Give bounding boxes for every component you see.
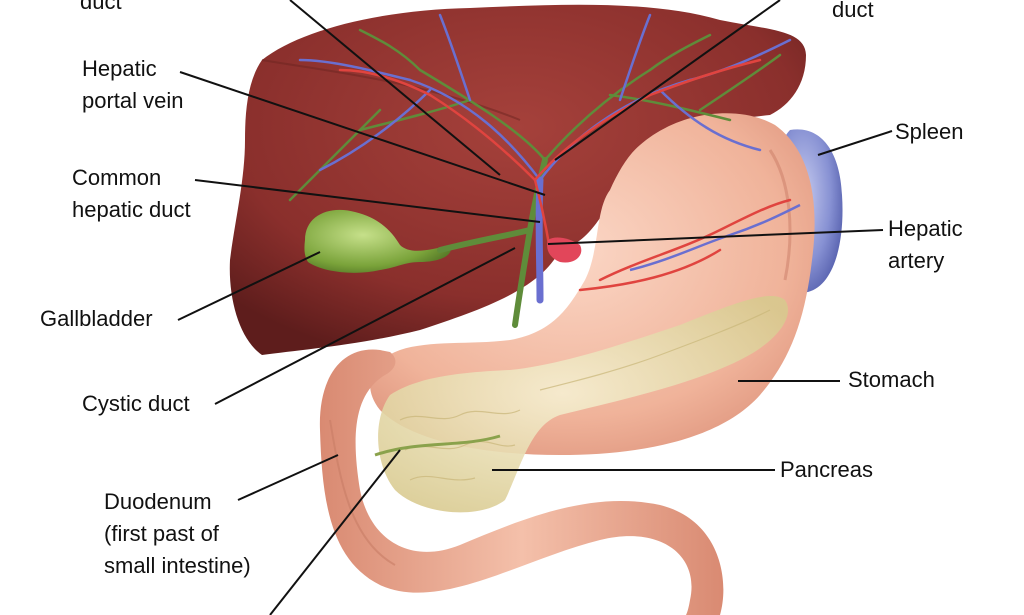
label-common-hepatic-duct: Common hepatic duct: [72, 165, 191, 222]
label-duct-top-right: duct: [832, 0, 874, 22]
label-duodenum: Duodenum (first past of small intestine): [104, 489, 251, 578]
pancreas: [378, 296, 788, 513]
label-cystic-duct: Cystic duct: [82, 391, 190, 416]
gallbladder: [304, 209, 451, 273]
label-spleen: Spleen: [895, 119, 964, 144]
label-stomach: Stomach: [848, 367, 935, 392]
label-hepatic-artery: Hepatic artery: [888, 216, 963, 273]
label-hepatic-portal-vein: Hepatic portal vein: [82, 56, 184, 113]
label-gallbladder: Gallbladder: [40, 306, 153, 331]
label-duct-top-left: duct: [80, 0, 122, 14]
leader-lines: [177, 0, 893, 615]
label-pancreas: Pancreas: [780, 457, 873, 482]
duodenum: [319, 349, 724, 615]
